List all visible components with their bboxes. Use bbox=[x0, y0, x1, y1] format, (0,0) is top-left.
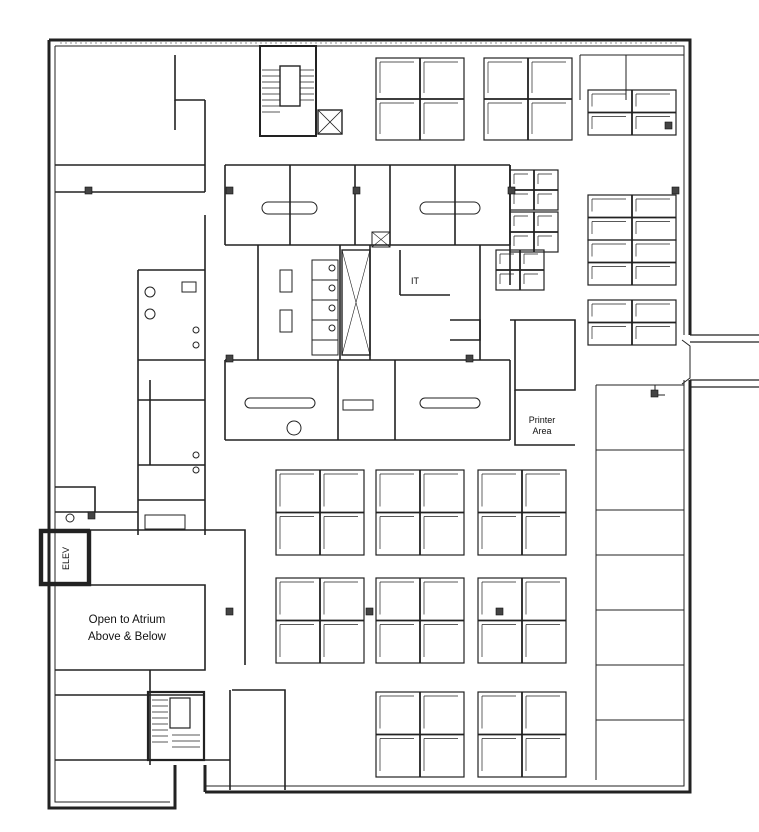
printer-area-label-line2: Area bbox=[532, 426, 551, 436]
workstation-pod bbox=[375, 469, 465, 556]
west-core-walls bbox=[38, 55, 286, 790]
workstation-pod bbox=[477, 577, 567, 664]
workstation-pod bbox=[375, 577, 465, 664]
workstation-pod bbox=[477, 691, 567, 778]
workstation-pod bbox=[375, 57, 465, 141]
elevator-label: ELEV bbox=[61, 547, 71, 570]
it-room-label: IT bbox=[411, 276, 420, 286]
core-shaft-2 bbox=[371, 231, 391, 248]
stair-north bbox=[259, 45, 343, 137]
printer-area-label-line1: Printer bbox=[529, 415, 556, 425]
shaft-x2 bbox=[371, 231, 391, 248]
workstation-pod bbox=[275, 577, 365, 664]
restrooms-west bbox=[65, 281, 200, 530]
central-core-walls bbox=[224, 164, 576, 446]
workstation-pod bbox=[483, 57, 573, 141]
east-offices bbox=[579, 54, 684, 780]
workstation-pod bbox=[375, 691, 465, 778]
workstation-pod bbox=[477, 469, 567, 556]
atrium-label-line1: Open to Atrium bbox=[89, 614, 166, 626]
core-shaft-1 bbox=[341, 249, 371, 356]
workstation-pod bbox=[587, 194, 677, 241]
workstation-pod bbox=[587, 299, 677, 346]
workstation-clusters bbox=[275, 57, 677, 778]
elevator: ELEV bbox=[40, 530, 90, 585]
stair-south bbox=[146, 690, 206, 762]
atrium: Open to Atrium Above & Below bbox=[88, 614, 167, 643]
workstation-pod bbox=[275, 469, 365, 556]
atrium-label-line2: Above & Below bbox=[88, 631, 167, 643]
shaft-x bbox=[341, 249, 371, 356]
workstation-pod bbox=[587, 239, 677, 286]
workstation-pod bbox=[509, 169, 559, 211]
workstation-pod bbox=[495, 249, 545, 291]
structural-columns bbox=[84, 121, 680, 616]
workstation-pod bbox=[587, 89, 677, 136]
restroom-stalls bbox=[279, 259, 339, 356]
workstation-pod bbox=[509, 211, 559, 253]
conference-tables bbox=[244, 201, 481, 436]
